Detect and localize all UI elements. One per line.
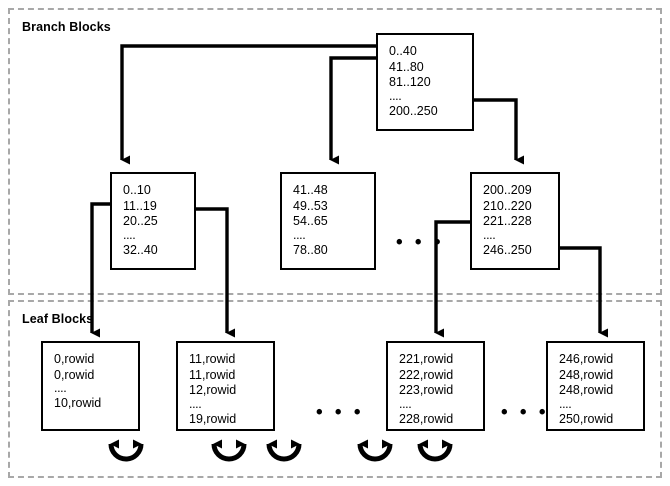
node-line-ellipsis: .... [389, 88, 402, 103]
node-line-ellipsis: .... [54, 381, 67, 395]
node-line: 200..250 [389, 103, 438, 118]
node-line-ellipsis: .... [559, 396, 572, 411]
node-line: 246,rowid [559, 352, 614, 366]
node-line: 0..40 [389, 44, 417, 58]
leaf-blocks-region [8, 300, 662, 478]
connector-root-to-branch-2 [329, 56, 376, 165]
leaf-link-arc-1 [108, 439, 144, 462]
node-line: 81..120 [389, 75, 431, 89]
branch-block-2[interactable]: 41..48 49..53 54..65 .... 78..80 [280, 172, 376, 270]
node-line: 250,rowid [559, 411, 614, 426]
connector-branch-3-to-leaf-3 [434, 220, 470, 338]
branch-block-2-lines: 41..48 49..53 54..65 .... 78..80 [293, 183, 328, 258]
node-line: 11,rowid [189, 352, 236, 366]
node-line: 223,rowid [399, 383, 454, 397]
root-branch-block[interactable]: 0..40 41..80 81..120 .... 200..250 [376, 33, 474, 131]
leaf-link-arc-4 [357, 439, 393, 462]
node-line-ellipsis: .... [189, 396, 202, 411]
branch-block-1-lines: 0..10 11..19 20..25 .... 32..40 [123, 183, 158, 258]
node-line: 0,rowid [54, 352, 95, 366]
node-line: 10,rowid [54, 396, 102, 410]
leaf-row-ellipsis-left: • • • [316, 402, 365, 423]
node-line: 12,rowid [189, 383, 237, 397]
node-line: 20..25 [123, 214, 158, 228]
node-line: 19,rowid [189, 411, 237, 426]
leaf-link-arc-2 [211, 439, 247, 462]
root-branch-block-lines: 0..40 41..80 81..120 .... 200..250 [389, 44, 438, 119]
node-line: 32..40 [123, 242, 158, 257]
leaf-block-1-lines: 0,rowid 0,rowid .... 10,rowid [54, 352, 101, 412]
node-line: 221..228 [483, 214, 532, 228]
branch-block-3-lines: 200..209 210..220 221..228 .... 246..250 [483, 183, 532, 258]
node-line-ellipsis: .... [399, 396, 412, 411]
node-line: 78..80 [293, 242, 328, 257]
leaf-link-arc-3 [266, 439, 302, 462]
branch-block-1[interactable]: 0..10 11..19 20..25 .... 32..40 [110, 172, 196, 270]
leaf-block-4-lines: 246,rowid 248,rowid 248,rowid .... 250,r… [559, 352, 613, 427]
leaf-block-2-lines: 11,rowid 11,rowid 12,rowid .... 19,rowid [189, 352, 236, 427]
connector-branch-3-to-leaf-4 [560, 246, 608, 338]
connector-root-to-branch-3 [474, 98, 524, 165]
node-line: 246..250 [483, 242, 532, 257]
node-line-ellipsis: .... [123, 227, 136, 242]
branch-blocks-region [8, 8, 662, 295]
connector-branch-1-to-leaf-1 [90, 202, 110, 338]
node-line: 41..80 [389, 59, 424, 74]
node-line: 222,rowid [399, 367, 454, 382]
leaf-row-ellipsis-right: • • • [501, 402, 550, 423]
node-line: 210..220 [483, 198, 532, 213]
connector-branch-1-to-leaf-2 [196, 207, 235, 338]
leaf-block-4[interactable]: 246,rowid 248,rowid 248,rowid .... 250,r… [546, 341, 645, 431]
connector-root-to-branch-1 [120, 44, 376, 165]
leaf-blocks-label: Leaf Blocks [22, 312, 94, 326]
branch-row-ellipsis: • • • [396, 232, 445, 253]
node-line: 0..10 [123, 183, 151, 197]
node-line-ellipsis: .... [293, 227, 306, 242]
leaf-block-3-lines: 221,rowid 222,rowid 223,rowid .... 228,r… [399, 352, 453, 427]
node-line: 54..65 [293, 214, 328, 228]
node-line: 248,rowid [559, 383, 614, 397]
node-line: 228,rowid [399, 411, 454, 426]
node-line: 49..53 [293, 198, 328, 213]
leaf-block-3[interactable]: 221,rowid 222,rowid 223,rowid .... 228,r… [386, 341, 485, 431]
node-line: 11..19 [123, 198, 157, 213]
node-line-ellipsis: .... [483, 227, 496, 242]
node-line: 248,rowid [559, 367, 614, 382]
branch-block-3[interactable]: 200..209 210..220 221..228 .... 246..250 [470, 172, 560, 270]
node-line: 41..48 [293, 183, 328, 197]
node-line: 11,rowid [189, 367, 236, 382]
node-line: 200..209 [483, 183, 532, 197]
node-line: 221,rowid [399, 352, 454, 366]
leaf-block-1[interactable]: 0,rowid 0,rowid .... 10,rowid [41, 341, 140, 431]
branch-blocks-label: Branch Blocks [22, 20, 111, 34]
leaf-block-2[interactable]: 11,rowid 11,rowid 12,rowid .... 19,rowid [176, 341, 275, 431]
leaf-link-arc-5 [417, 439, 453, 462]
node-line: 0,rowid [54, 367, 95, 382]
